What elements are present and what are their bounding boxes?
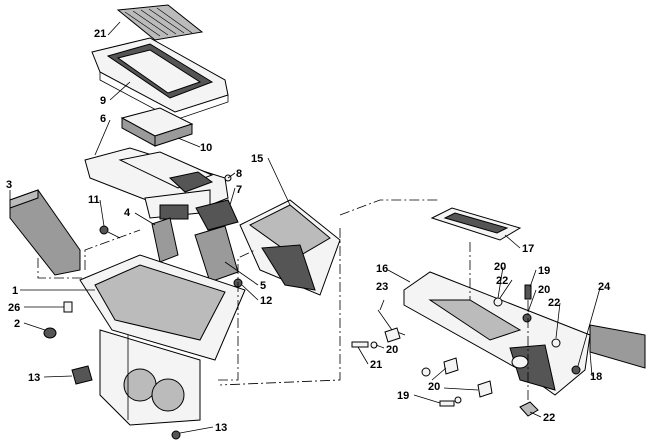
- callout-22-a: 22: [496, 275, 508, 287]
- part-intake-duct: [239, 199, 341, 296]
- callout-14: 13: [28, 372, 40, 384]
- callout-7: 7: [236, 184, 242, 196]
- part-grommet-2: [43, 327, 57, 339]
- callout-20-c: 20: [386, 344, 398, 356]
- part-fitting-14: [71, 365, 93, 385]
- callout-2: 2: [14, 318, 20, 330]
- callout-24: 24: [598, 281, 611, 293]
- part-foam-block: [195, 199, 239, 231]
- assembly-guide-lines: [37, 199, 529, 402]
- callout-1: 1: [12, 285, 18, 297]
- callout-17: 17: [522, 243, 534, 255]
- callout-25: 21: [94, 28, 106, 40]
- callout-16: 16: [376, 263, 388, 275]
- callout-26: 26: [8, 302, 20, 314]
- part-intake-silencer-16: [403, 271, 591, 396]
- callout-3: 3: [6, 179, 12, 191]
- part-nut-13: [171, 430, 181, 440]
- hardware-washers-right: [351, 284, 581, 417]
- callout-11: 11: [88, 194, 100, 206]
- part-fastener-11: [99, 225, 121, 239]
- callout-4: 4: [124, 207, 131, 219]
- callout-20-d: 20: [428, 381, 440, 393]
- part-side-grille: [9, 189, 81, 276]
- part-clip-26: [63, 301, 73, 313]
- callout-13: 13: [215, 422, 227, 434]
- part-filter-tray: [84, 147, 229, 220]
- callout-20-a: 20: [494, 261, 506, 273]
- part-filter-cover-grille: [116, 4, 204, 41]
- leader-lines: [9, 21, 601, 434]
- part-air-box: [79, 254, 246, 426]
- callout-22-c: 22: [543, 412, 555, 424]
- part-air-filter-element: [120, 107, 194, 147]
- part-filter-18: [589, 324, 646, 369]
- callout-23: 23: [376, 281, 388, 293]
- callout-labels: 21 9 6 10 15 8 7 3 11 4 5 12 1 26 2 13 1…: [6, 28, 611, 434]
- callout-19-b: 19: [397, 390, 409, 402]
- callout-10: 10: [200, 142, 212, 154]
- callout-21: 21: [370, 359, 382, 371]
- callout-8: 8: [236, 168, 242, 180]
- callout-15: 15: [251, 153, 263, 165]
- part-gasket-17: [430, 207, 522, 241]
- part-seal-right: [194, 225, 239, 283]
- callout-18: 18: [590, 371, 602, 383]
- callout-20-b: 20: [538, 284, 550, 296]
- callout-6: 6: [100, 113, 106, 125]
- callout-9: 9: [100, 95, 106, 107]
- callout-19-a: 19: [538, 265, 550, 277]
- part-seal-left: [151, 217, 179, 263]
- callout-12: 12: [260, 295, 272, 307]
- callout-5: 5: [260, 280, 266, 292]
- callout-22-b: 22: [548, 297, 560, 309]
